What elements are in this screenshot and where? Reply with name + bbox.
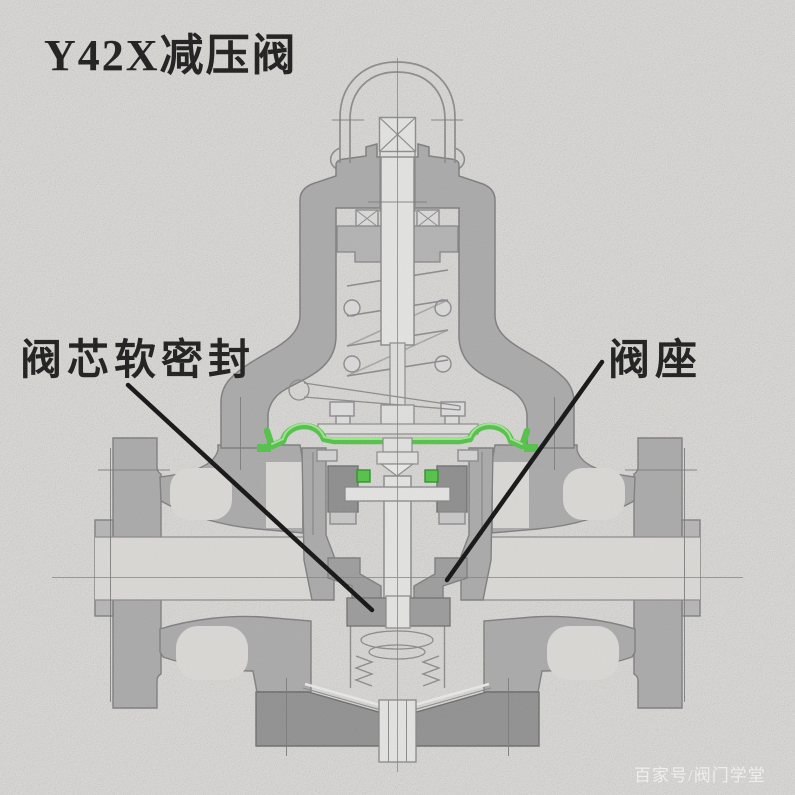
label-valve-seat: 阀座	[608, 337, 702, 384]
diagram-title: Y42X减压阀	[44, 31, 298, 80]
label-valve-core-soft-seal: 阀芯软密封	[20, 337, 255, 384]
watermark: 百家号/阀门学堂	[634, 766, 766, 785]
